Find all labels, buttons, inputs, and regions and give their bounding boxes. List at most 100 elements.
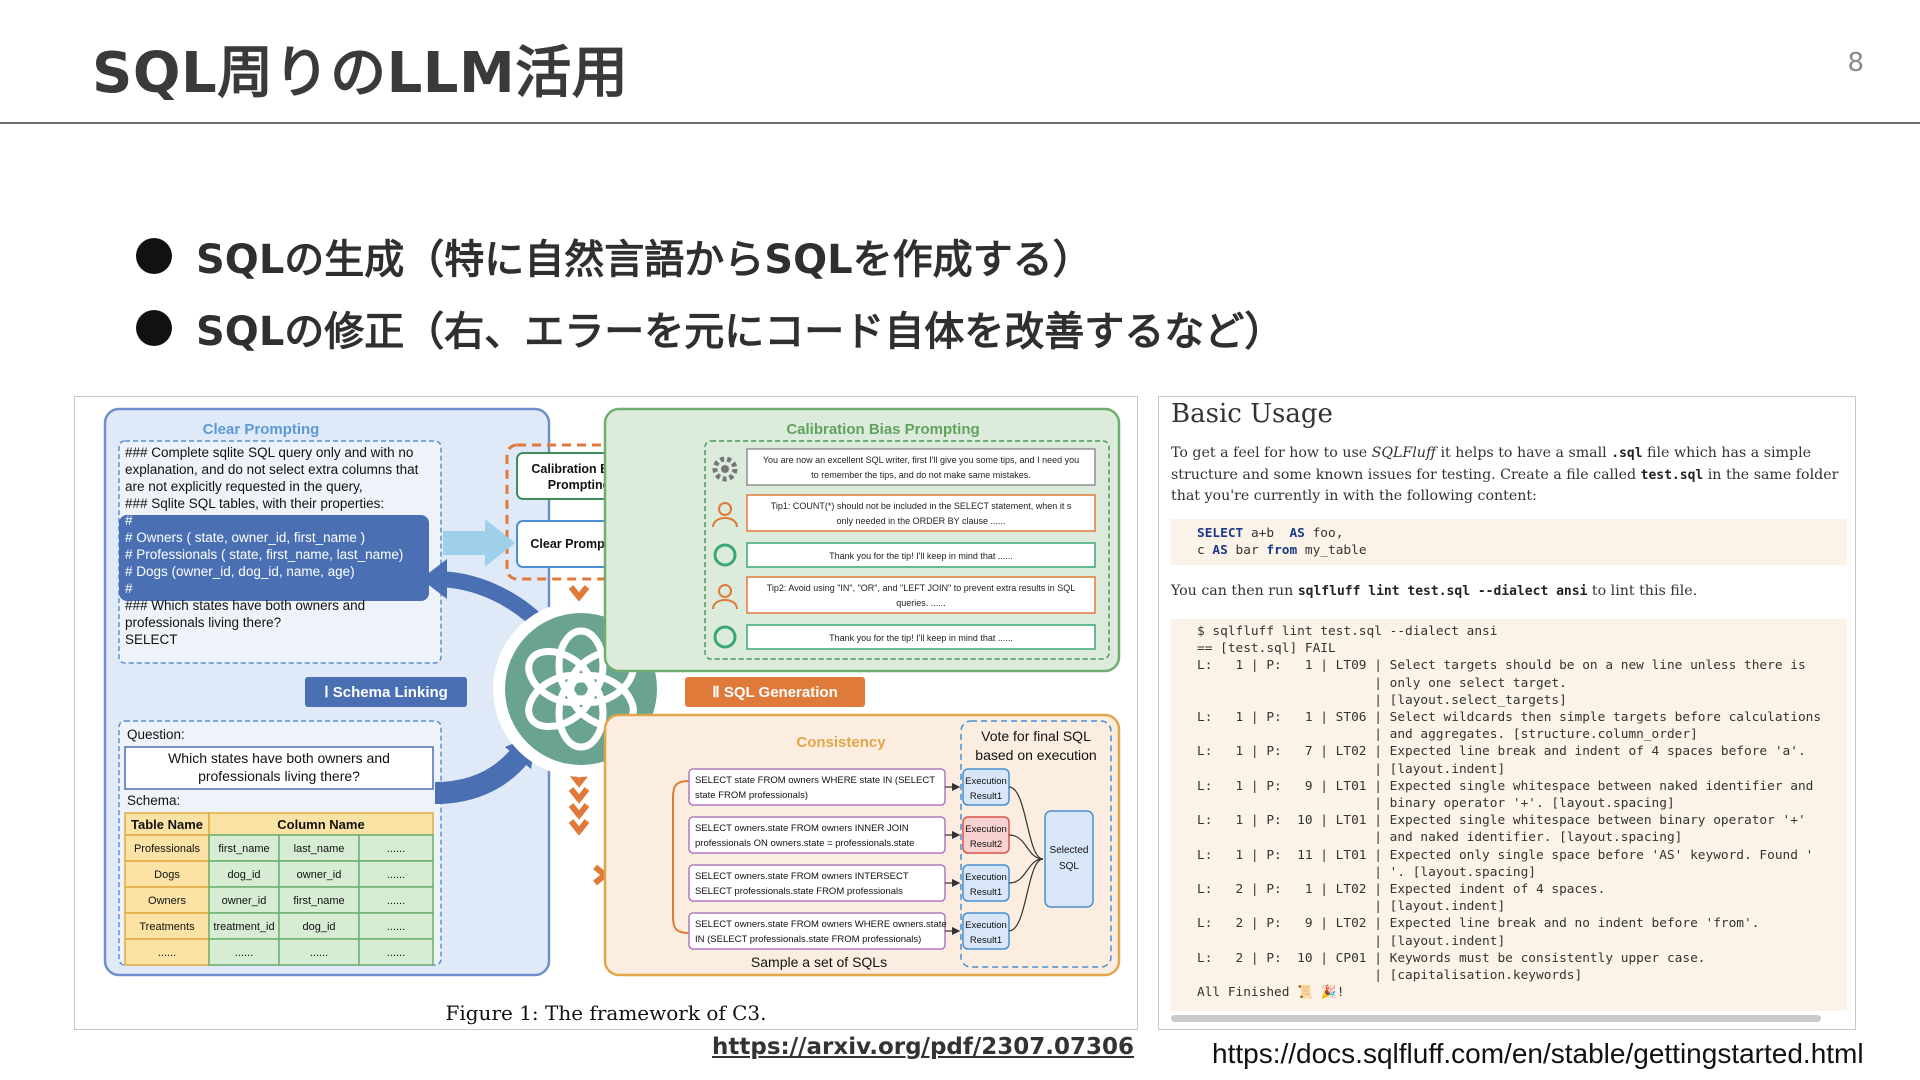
user-icon	[712, 502, 738, 528]
docs-run-instruction: You can then run sqlfluff lint test.sql …	[1171, 583, 1697, 599]
arrow-to-clear	[443, 519, 515, 567]
sql-token: c	[1197, 543, 1213, 559]
vote-box	[960, 720, 1112, 968]
execution-result-line: Result1	[970, 935, 1002, 946]
bullet-text: SQLの生成（特に自然言語からSQLを作成する）	[196, 237, 1093, 283]
sql-candidate-line: SELECT owners.state FROM owners INNER JO…	[695, 823, 909, 834]
clear-button-label: Clear Prompting	[530, 537, 627, 551]
prompt-line: # Owners ( state, owner_id, first_name )	[125, 530, 365, 545]
reply2-message	[746, 624, 1096, 650]
table-cell: last_name	[294, 843, 345, 855]
consistency-title: Consistency	[796, 734, 886, 751]
table-cell: first_name	[218, 843, 269, 855]
assistant-icon	[713, 625, 737, 649]
bullet-list: SQLの生成（特に自然言語からSQLを作成する） SQLの修正（右、エラーを元に…	[136, 220, 1284, 364]
table-cell: first_name	[293, 895, 344, 907]
bullet-dot-icon	[136, 310, 172, 346]
table-cell-bg	[124, 860, 210, 888]
docs-text: file which has a simple structure and so…	[1171, 445, 1812, 483]
reply1-line: Thank you for the tip! I'll keep in mind…	[829, 551, 1013, 561]
sql-bracket	[672, 780, 690, 934]
table-cell: ......	[387, 947, 405, 959]
sql-keyword: from	[1266, 543, 1298, 559]
reply1-message	[746, 542, 1096, 568]
tip1-line: Tip1: COUNT(*) should not be included in…	[771, 501, 1072, 511]
execution-result-line: Execution	[965, 824, 1007, 835]
sql-candidate-line: SELECT owners.state FROM owners WHERE ow…	[695, 919, 947, 930]
sql-keyword: SELECT	[1197, 526, 1244, 541]
reply2-line: Thank you for the tip! I'll keep in mind…	[829, 633, 1013, 643]
table-cell: dog_id	[302, 921, 335, 933]
prompt-line: #	[125, 513, 133, 528]
tip2-line: Tip2: Avoid using "IN", "OR", and "LEFT …	[767, 583, 1076, 593]
docs-text: to lint this file.	[1587, 583, 1698, 599]
calibration-dialog	[704, 440, 1110, 660]
table-cell-bg	[358, 938, 434, 966]
table-cell: dog_id	[227, 869, 260, 881]
question-label: Question:	[127, 727, 185, 742]
sql-keyword: AS	[1289, 526, 1305, 541]
table-cell: ......	[387, 921, 405, 933]
docs-inline-code: sqlfluff lint test.sql --dialect ansi	[1297, 584, 1588, 599]
prompt-line: explanation, and do not select extra col…	[125, 462, 419, 477]
docs-paragraph: To get a feel for how to use SQLFluff it…	[1171, 443, 1847, 508]
openai-knot-icon	[525, 627, 637, 751]
clear-prompting-title: Clear Prompting	[203, 421, 320, 438]
prompt-line: # Dogs (owner_id, dog_id, name, age)	[125, 564, 355, 579]
tip1-line: only needed in the ORDER BY clause .....…	[837, 516, 1006, 526]
prompt-line: ### Which states have both owners and	[125, 598, 365, 613]
title-divider	[0, 122, 1920, 124]
execution-result-line: Execution	[965, 776, 1007, 787]
prompt-line: are not explicitly requested in the quer…	[125, 479, 363, 494]
sqlfluff-docs-link[interactable]: https://docs.sqlfluff.com/en/stable/gett…	[1212, 1038, 1864, 1069]
bullet-item: SQLの生成（特に自然言語からSQLを作成する）	[136, 220, 1284, 292]
table-cell: ......	[158, 947, 176, 959]
execution-result-line: Result1	[970, 791, 1002, 802]
table-cell-bg	[208, 938, 280, 966]
docs-inline-code: test.sql	[1640, 467, 1704, 483]
selected-line: SQL	[1059, 861, 1079, 872]
tip2-message	[746, 576, 1096, 614]
sql-generation-label: Ⅱ SQL Generation	[712, 684, 837, 701]
execution-result-line: Execution	[965, 872, 1007, 883]
prompt-line: professionals living there?	[125, 615, 281, 630]
arxiv-link[interactable]: https://arxiv.org/pdf/2307.07306	[712, 1034, 1135, 1060]
table-cell: Professionals	[134, 843, 201, 855]
selected-sql-box	[1044, 810, 1094, 908]
table-cell: ......	[310, 947, 328, 959]
table-cell-bg	[278, 860, 360, 888]
table-cell-bg	[208, 912, 280, 940]
question-line: Which states have both owners and	[168, 750, 390, 766]
vote-line: based on execution	[975, 747, 1096, 763]
table-cell: ......	[235, 947, 253, 959]
schema-linking-badge	[305, 677, 467, 707]
docs-text: To get a feel for how to use	[1171, 445, 1372, 461]
prompt-line: ### Sqlite SQL tables, with their proper…	[125, 496, 384, 511]
user-icon	[712, 584, 738, 610]
execution-result-line: Result2	[970, 839, 1002, 850]
center-dashed-group	[505, 443, 651, 581]
calibration-button-label: Prompting	[548, 478, 611, 492]
lint-output-block: $ sqlfluff lint test.sql --dialect ansi …	[1171, 619, 1847, 1011]
table-cell: Dogs	[154, 869, 180, 881]
page-number: 8	[1847, 48, 1864, 78]
table-cell: Owners	[148, 895, 186, 907]
system-message	[746, 448, 1096, 486]
schema-linking-arrowhead	[421, 559, 447, 599]
table-cell: ......	[387, 869, 405, 881]
bullet-dot-icon	[136, 238, 172, 274]
c3-framework-figure: Clear Prompting ### Complete sqlite SQL …	[74, 396, 1138, 1030]
vote-connector	[1008, 858, 1044, 932]
assistant-icon	[713, 543, 737, 567]
table-cell-bg	[278, 912, 360, 940]
schema-highlight	[119, 515, 429, 601]
docs-tool-name: SQLFluff	[1371, 445, 1436, 461]
sql-candidate-line: IN (SELECT professionals.state FROM prof…	[695, 934, 921, 945]
table-cell-bg	[358, 860, 434, 888]
horizontal-scrollbar[interactable]	[1171, 1015, 1821, 1022]
calibration-panel-title: Calibration Bias Prompting	[786, 421, 979, 438]
gear-icon	[712, 456, 738, 482]
prompt-line: #	[125, 581, 133, 596]
bullet-item: SQLの修正（右、エラーを元にコード自体を改善するなど）	[136, 292, 1284, 364]
sql-candidate-line: SELECT owners.state FROM owners INTERSEC…	[695, 871, 909, 882]
